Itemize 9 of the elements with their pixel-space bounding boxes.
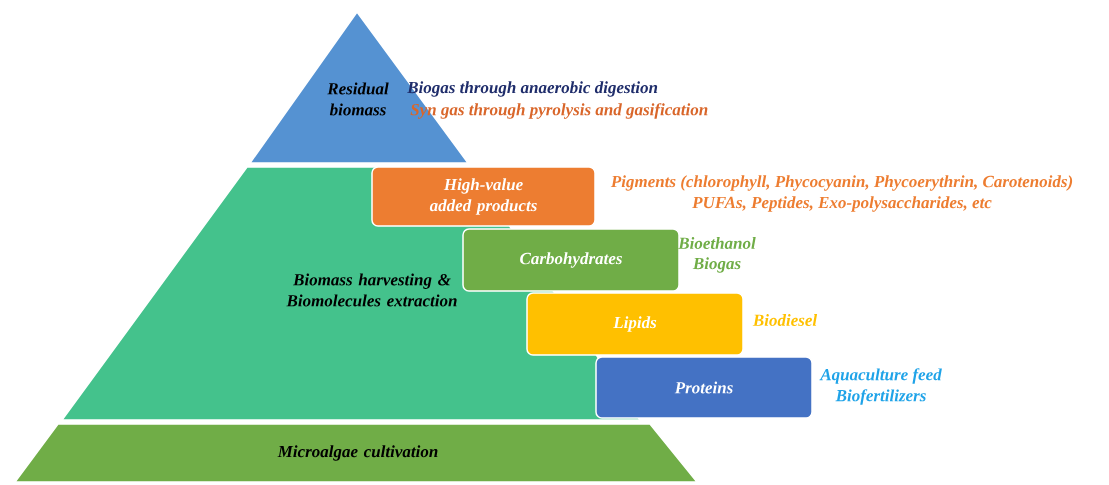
product-box: Proteins: [595, 356, 813, 419]
product-text: PUFAs, Peptides, Exo-polysaccharides, etc: [692, 196, 992, 212]
product-text: Aquaculture feed: [819, 368, 942, 384]
product-text: Biodiesel: [752, 314, 818, 326]
product-text: Biofertilizers: [835, 389, 926, 405]
product-box: Carbohydrates: [462, 228, 680, 292]
product-box: Lipids: [526, 292, 744, 356]
product-text: Bioethanol: [678, 237, 756, 249]
product-text: Biogas: [692, 257, 741, 273]
